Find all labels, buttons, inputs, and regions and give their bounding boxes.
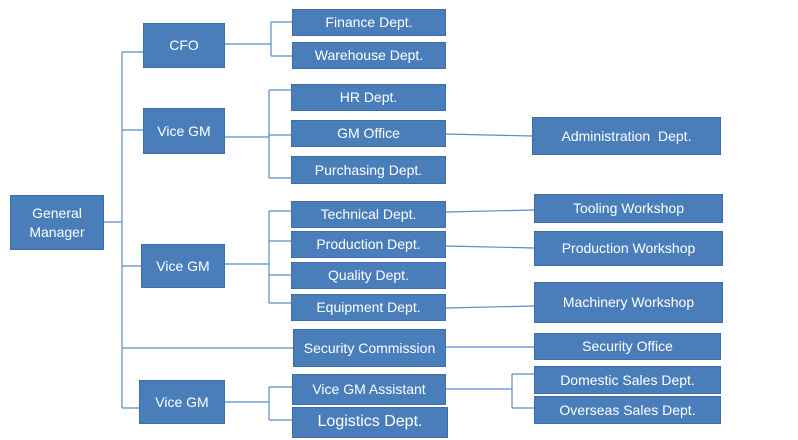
general-manager-box: General Manager: [10, 195, 104, 250]
connector-administration: [445, 133, 533, 137]
security-office-box: Security Office: [534, 333, 721, 360]
cfo-box: CFO: [143, 23, 225, 68]
logistics-dept-box: Logistics Dept.: [292, 407, 448, 438]
quality-dept-box: Quality Dept.: [291, 262, 446, 289]
vice-gm-1-box: Vice GM: [143, 108, 225, 154]
connector-prod-workshop: [445, 245, 535, 249]
vice-gm-assistant-box: Vice GM Assistant: [292, 374, 446, 405]
equipment-dept-box: Equipment Dept.: [291, 294, 446, 321]
purchasing-dept-box: Purchasing Dept.: [291, 156, 446, 184]
machinery-workshop-box: Machinery Workshop: [534, 282, 723, 323]
production-dept-box: Production Dept.: [291, 231, 446, 258]
gm-office-box: GM Office: [291, 120, 446, 147]
connector-tooling: [445, 209, 535, 213]
warehouse-dept-box: Warehouse Dept.: [292, 42, 446, 69]
tooling-workshop-box: Tooling Workshop: [534, 194, 723, 223]
finance-dept-box: Finance Dept.: [292, 9, 446, 36]
domestic-sales-dept-box: Domestic Sales Dept.: [534, 366, 721, 394]
production-workshop-box: Production Workshop: [534, 231, 723, 266]
security-commission-box: Security Commission: [293, 329, 446, 367]
vice-gm-3-box: Vice GM: [139, 380, 225, 424]
overseas-sales-dept-box: Overseas Sales Dept.: [534, 396, 721, 424]
administration-dept-box: Administration Dept.: [532, 117, 721, 155]
general-manager-label-line1: General: [32, 205, 82, 222]
connector-machinery: [445, 305, 535, 309]
hr-dept-box: HR Dept.: [291, 84, 446, 111]
technical-dept-box: Technical Dept.: [291, 201, 446, 228]
general-manager-label-line2: Manager: [29, 223, 85, 240]
vice-gm-2-box: Vice GM: [141, 244, 225, 288]
